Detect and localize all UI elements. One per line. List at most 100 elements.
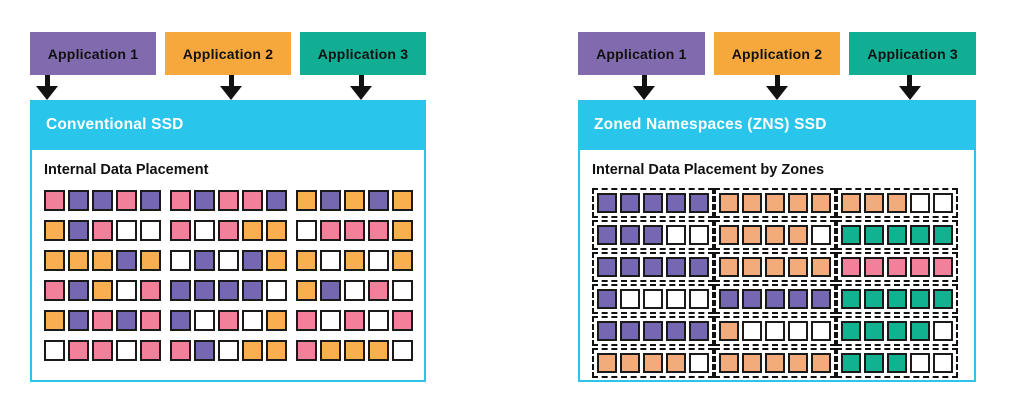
placement-grid <box>44 190 413 361</box>
data-block <box>910 321 930 341</box>
data-block <box>597 289 617 309</box>
data-block <box>666 289 686 309</box>
data-block <box>368 340 389 361</box>
data-block <box>194 280 215 301</box>
data-block <box>643 193 663 213</box>
down-arrow-icon <box>898 75 921 100</box>
data-block <box>92 190 113 211</box>
down-arrow-icon <box>350 75 372 100</box>
ssd-box: Zoned Namespaces (ZNS) SSD Internal Data… <box>578 100 976 382</box>
data-block <box>719 257 739 277</box>
down-arrow-icon <box>220 75 242 100</box>
arrows-row <box>30 75 426 100</box>
data-block <box>68 250 89 271</box>
data-block <box>266 280 287 301</box>
data-block <box>933 193 953 213</box>
zone-group <box>714 348 836 378</box>
data-block <box>140 220 161 241</box>
grid-row <box>44 190 413 211</box>
data-block <box>218 280 239 301</box>
data-block <box>887 353 907 373</box>
data-block <box>44 250 65 271</box>
grid-row <box>592 188 962 218</box>
application-box-3: Application 3 <box>300 32 426 75</box>
data-block <box>392 250 413 271</box>
data-block <box>864 193 884 213</box>
data-block <box>44 280 65 301</box>
grid-row <box>44 280 413 301</box>
data-block <box>296 340 317 361</box>
data-block <box>719 353 739 373</box>
arrow-cell <box>166 75 296 100</box>
data-block <box>266 340 287 361</box>
grid-row <box>592 284 962 314</box>
data-block <box>242 340 263 361</box>
zone-group <box>592 252 714 282</box>
data-block <box>887 321 907 341</box>
data-block <box>116 310 137 331</box>
data-block <box>643 225 663 245</box>
data-block <box>811 193 831 213</box>
data-block <box>320 220 341 241</box>
data-block <box>320 280 341 301</box>
data-block <box>218 340 239 361</box>
zone-group <box>836 252 958 282</box>
data-block <box>266 250 287 271</box>
application-label: Application 1 <box>47 45 139 62</box>
down-arrow-icon <box>633 75 656 100</box>
data-block <box>689 225 709 245</box>
data-block <box>44 220 65 241</box>
data-block <box>811 257 831 277</box>
data-block <box>910 257 930 277</box>
data-block <box>597 353 617 373</box>
data-block <box>887 289 907 309</box>
data-block <box>242 280 263 301</box>
data-block <box>742 193 762 213</box>
grid-row <box>44 310 413 331</box>
data-block <box>92 340 113 361</box>
data-block <box>742 289 762 309</box>
data-block <box>933 321 953 341</box>
data-block <box>765 225 785 245</box>
data-block <box>140 250 161 271</box>
data-block <box>742 257 762 277</box>
data-block <box>344 190 365 211</box>
data-block <box>620 353 640 373</box>
data-block <box>194 190 215 211</box>
data-block <box>194 250 215 271</box>
data-block <box>116 190 137 211</box>
data-block <box>719 321 739 341</box>
data-block <box>170 220 191 241</box>
data-block <box>140 310 161 331</box>
arrow-cell <box>843 75 976 100</box>
data-block <box>910 225 930 245</box>
data-block <box>170 340 191 361</box>
data-block <box>689 193 709 213</box>
data-block <box>116 280 137 301</box>
grid-row <box>592 252 962 282</box>
data-block <box>689 257 709 277</box>
data-block <box>765 289 785 309</box>
application-label: Application 2 <box>731 45 823 62</box>
data-block <box>841 257 861 277</box>
data-block <box>140 340 161 361</box>
application-label: Application 1 <box>596 45 687 62</box>
data-block <box>811 289 831 309</box>
ssd-body: Internal Data Placement <box>30 150 426 382</box>
data-block <box>864 353 884 373</box>
data-block <box>344 340 365 361</box>
zone-group <box>714 252 836 282</box>
data-block <box>597 193 617 213</box>
data-block <box>296 190 317 211</box>
zone-group <box>714 188 836 218</box>
ssd-title: Conventional SSD <box>46 116 184 133</box>
data-block <box>344 220 365 241</box>
data-block <box>788 225 808 245</box>
data-block <box>266 310 287 331</box>
data-block <box>92 280 113 301</box>
grid-row <box>592 316 962 346</box>
data-block <box>218 310 239 331</box>
data-block <box>392 340 413 361</box>
data-block <box>864 321 884 341</box>
